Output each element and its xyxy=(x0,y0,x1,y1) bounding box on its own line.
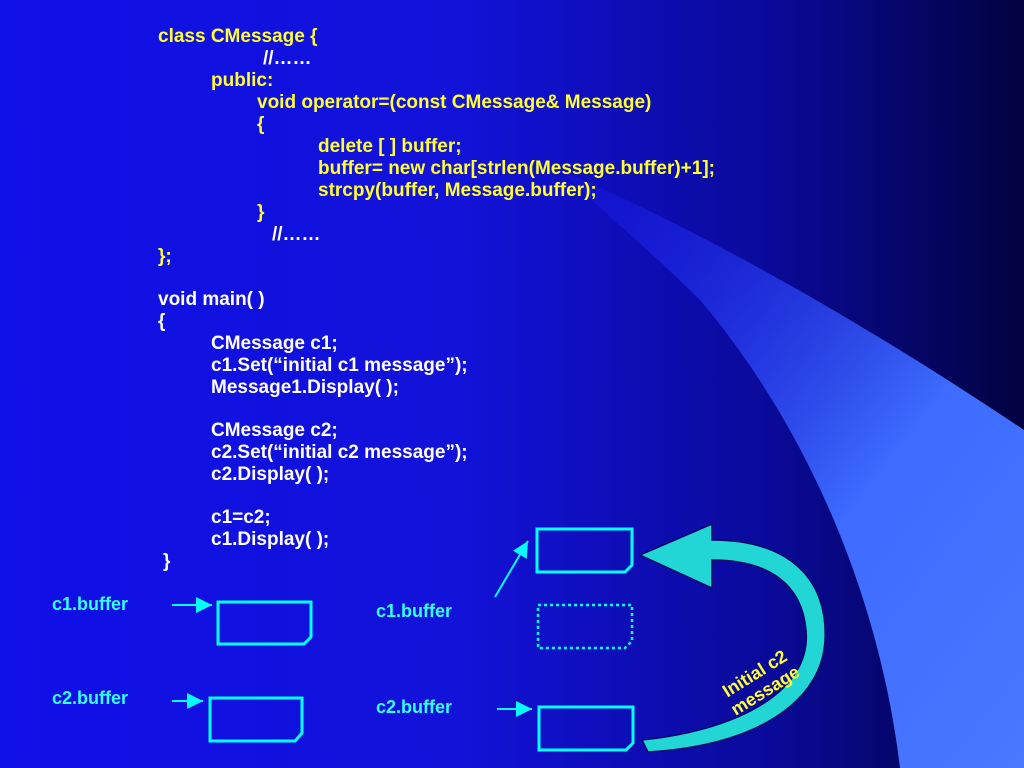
left-c2-box xyxy=(208,696,304,743)
left-c1-buffer-label: c1.buffer xyxy=(52,594,129,614)
code-line: void main( ) xyxy=(158,289,265,310)
code-line: //…… xyxy=(263,48,312,69)
code-line: } xyxy=(257,202,265,223)
code-line: c2.Display( ); xyxy=(211,464,330,485)
right-deleted-buffer-box xyxy=(536,603,634,650)
right-c1-buffer-label: c1.buffer xyxy=(376,601,453,621)
code-line: class CMessage { xyxy=(158,26,318,47)
code-line: delete [ ] buffer; xyxy=(318,136,462,157)
code-line: void operator=(const CMessage& Message) xyxy=(257,92,652,113)
code-line: CMessage c1; xyxy=(211,333,338,354)
code-line: { xyxy=(158,311,166,332)
code-line: } xyxy=(163,551,171,572)
code-line: }; xyxy=(158,246,172,267)
code-line: //…… xyxy=(272,224,321,245)
right-new-buffer-box xyxy=(535,527,634,574)
code-line: public: xyxy=(211,70,274,91)
code-line: c2.Set(“initial c2 message”); xyxy=(211,442,468,463)
code-line: buffer= new char[strlen(Message.buffer)+… xyxy=(318,158,715,179)
code-line: c1=c2; xyxy=(211,507,271,528)
code-line: CMessage c2; xyxy=(211,420,338,441)
code-line: c1.Display( ); xyxy=(211,529,330,550)
right-c1-arrow xyxy=(494,540,529,598)
right-c2-box xyxy=(537,705,635,752)
left-c1-box xyxy=(216,600,313,646)
right-c2-buffer-label: c2.buffer xyxy=(376,697,453,717)
code-line: strcpy(buffer, Message.buffer); xyxy=(318,180,597,201)
code-line: c1.Set(“initial c1 message”); xyxy=(211,355,468,376)
left-c2-buffer-label: c2.buffer xyxy=(52,688,129,708)
code-line: { xyxy=(257,114,265,135)
code-line: Message1.Display( ); xyxy=(211,377,399,398)
copy-arrow xyxy=(638,522,826,753)
